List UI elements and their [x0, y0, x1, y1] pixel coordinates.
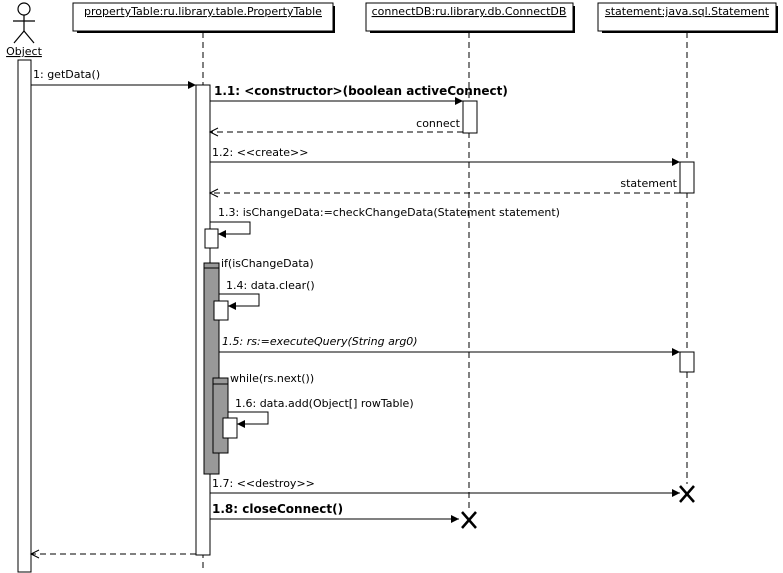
- message-1-5-executequery[interactable]: 1.5: rs:=executeQuery(String arg0): [219, 335, 680, 356]
- message-label: 1.4: data.clear(): [226, 279, 315, 292]
- self-call-activation-1-6: [222, 417, 238, 439]
- stick-figure-icon: [13, 2, 35, 44]
- message-label: 1.6: data.add(Object[] rowTable): [235, 397, 414, 410]
- message-label: 1.7: <<destroy>>: [212, 477, 315, 490]
- return-label: statement: [620, 177, 677, 190]
- message-label: 1.3: isChangeData:=checkChangeData(State…: [218, 206, 560, 219]
- message-1-7-destroy[interactable]: 1.7: <<destroy>>: [210, 477, 680, 497]
- actor-label: Object: [6, 45, 43, 58]
- participant-statement[interactable]: statement:java.sql.Statement: [597, 2, 778, 33]
- message-1-6-data-add[interactable]: 1.6: data.add(Object[] rowTable): [228, 397, 414, 428]
- self-call-activation-1-4: [213, 300, 229, 321]
- message-label: 1.1: <constructor>(boolean activeConnect…: [214, 84, 508, 98]
- destroy-x-icon: [461, 511, 477, 529]
- message-1-2-create[interactable]: 1.2: <<create>>: [210, 146, 680, 166]
- return-statement[interactable]: statement: [208, 177, 680, 198]
- fragment-if-label: if(isChangeData): [221, 257, 314, 270]
- return-connect[interactable]: connect: [208, 117, 463, 137]
- message-label: 1.5: rs:=executeQuery(String arg0): [222, 335, 418, 348]
- participant-box: [72, 2, 334, 32]
- message-1-getdata[interactable]: 1: getData(): [31, 68, 196, 89]
- statement-activation-bar: [679, 161, 695, 194]
- message-label: 1.8: closeConnect(): [212, 502, 343, 516]
- return-to-actor[interactable]: [29, 549, 196, 559]
- statement-activation-bar-2: [679, 351, 695, 373]
- participant-label: connectDB:ru.library.db.ConnectDB: [372, 5, 567, 18]
- actor-object[interactable]: Object: [6, 2, 43, 58]
- message-1-1-constructor[interactable]: 1.1: <constructor>(boolean activeConnect…: [210, 84, 508, 105]
- destroy-x-icon: [679, 485, 695, 503]
- participant-connectdb[interactable]: connectDB:ru.library.db.ConnectDB: [365, 2, 575, 33]
- fragment-while-bar: [212, 377, 229, 454]
- self-call-activation-1-3: [204, 228, 219, 249]
- message-1-8-closeconnect[interactable]: 1.8: closeConnect(): [210, 502, 459, 523]
- actor-activation-bar: [17, 59, 32, 573]
- participant-propertytable[interactable]: propertyTable:ru.library.table.PropertyT…: [72, 2, 335, 33]
- message-1-4-data-clear[interactable]: 1.4: data.clear(): [219, 279, 315, 310]
- message-1-3-checkchangedata[interactable]: 1.3: isChangeData:=checkChangeData(State…: [210, 206, 560, 238]
- connectdb-activation-bar: [462, 100, 478, 134]
- message-label: 1.2: <<create>>: [212, 146, 308, 159]
- message-label: 1: getData(): [33, 68, 100, 81]
- participant-label: statement:java.sql.Statement: [605, 5, 770, 18]
- fragment-while-label: while(rs.next()): [230, 372, 314, 385]
- return-label: connect: [416, 117, 461, 130]
- participant-label: propertyTable:ru.library.table.PropertyT…: [84, 5, 322, 18]
